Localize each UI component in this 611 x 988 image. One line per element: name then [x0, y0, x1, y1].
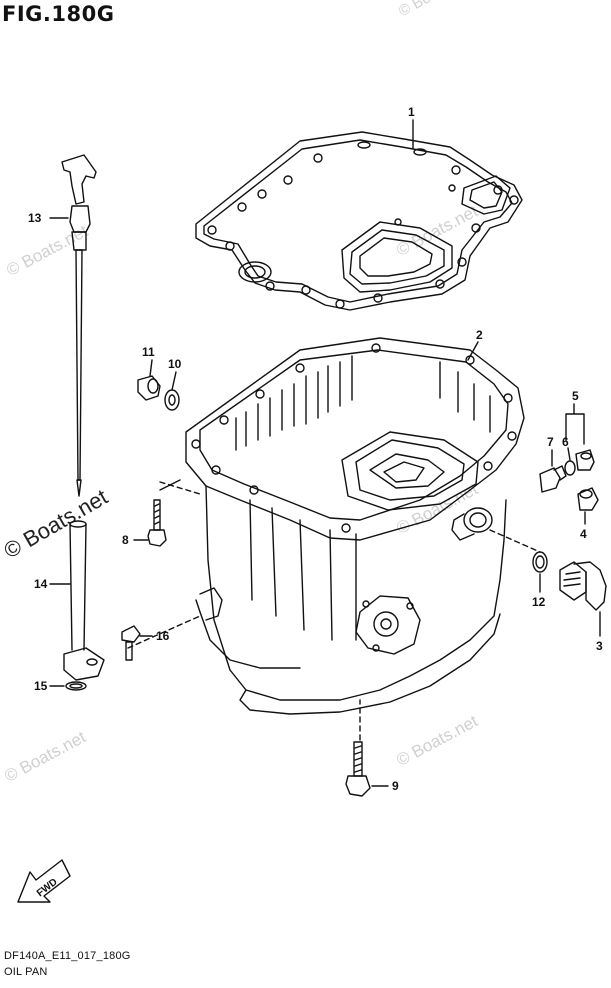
part-label-9: 9 — [392, 779, 399, 793]
part-label-2: 2 — [476, 328, 483, 342]
plug-part-11 — [137, 375, 161, 401]
leader-line — [159, 479, 181, 491]
bolt-part-8 — [147, 499, 167, 547]
o-ring-part-15 — [65, 681, 87, 691]
dipstick-part-13 — [61, 154, 97, 497]
part-label-14: 14 — [34, 577, 48, 591]
guide-tube-part-14 — [63, 520, 105, 681]
fitting-part-5 — [575, 449, 595, 471]
leader-line — [567, 447, 571, 461]
part-label-4: 4 — [580, 527, 587, 541]
drain-plug-part-3 — [559, 561, 607, 611]
part-label-1: 1 — [408, 105, 415, 119]
leader-line — [489, 529, 541, 553]
union-part-7 — [539, 465, 567, 493]
part-label-6: 6 — [562, 435, 569, 449]
part-label-12: 12 — [532, 595, 546, 609]
figure-subtitle: OIL PAN — [4, 966, 48, 978]
part-label-16: 16 — [156, 629, 170, 643]
figure-title: FIG.180G — [2, 2, 115, 26]
leader-line — [127, 615, 201, 649]
part-label-11: 11 — [142, 345, 155, 359]
part-label-3: 3 — [596, 639, 603, 653]
plug-part-4 — [577, 487, 599, 511]
washer-part-10 — [164, 389, 180, 411]
part-label-10: 10 — [168, 357, 182, 371]
leader-line — [149, 359, 153, 377]
part-label-7: 7 — [547, 435, 554, 449]
gasket-part-12 — [532, 551, 548, 573]
leader-line — [467, 341, 479, 361]
fwd-arrow-icon — [17, 859, 71, 903]
figure-code: DF140A_E11_017_180G — [4, 950, 131, 962]
oil-pan-part-2 — [185, 337, 525, 715]
bolt-part-16 — [121, 625, 141, 661]
o-ring-part-6 — [564, 460, 576, 476]
leader-line — [171, 371, 177, 391]
bolt-part-9 — [345, 741, 371, 797]
part-label-5: 5 — [572, 389, 579, 403]
part-label-8: 8 — [122, 533, 129, 547]
gasket-part-1 — [195, 131, 523, 311]
part-label-13: 13 — [28, 211, 42, 225]
leader-line — [565, 403, 585, 445]
part-label-15: 15 — [34, 679, 48, 693]
leader-line — [159, 481, 201, 495]
